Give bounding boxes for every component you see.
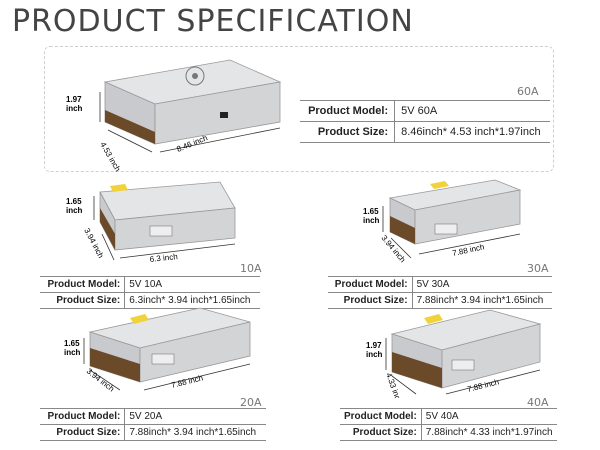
height-label: 1.65 bbox=[64, 339, 80, 348]
width-label: 7.88 inch bbox=[452, 242, 486, 258]
spec-table-30a: Product Model: 5V 30A Product Size: 7.88… bbox=[328, 276, 552, 309]
height-unit-label: inch bbox=[366, 350, 383, 359]
spec-row-model: Product Model: 5V 20A bbox=[40, 408, 266, 425]
spec-row-model: Product Model: 5V 40A bbox=[340, 408, 557, 425]
model-key: Product Model: bbox=[340, 408, 422, 425]
depth-label: 4.33 inch bbox=[384, 372, 404, 398]
power-supply-30a-image: 1.65 inch 3.94 inch 7.88 inch bbox=[363, 179, 522, 264]
size-key: Product Size: bbox=[40, 292, 126, 309]
power-supply-40a-image: 1.97 inch 4.33 inch 7.88 inch bbox=[366, 309, 542, 398]
spec-row-model: Product Model: 5V 60A bbox=[300, 100, 550, 122]
amp-label-30a: 30A bbox=[527, 262, 549, 275]
width-label: 6.3 inch bbox=[149, 252, 178, 264]
depth-label: 4.53 inch bbox=[98, 141, 122, 173]
amp-label-60a: 60A bbox=[517, 85, 539, 98]
size-value: 7.88inch* 4.33 inch*1.97inch bbox=[425, 427, 553, 438]
spec-table-10a: Product Model: 5V 10A Product Size: 6.3i… bbox=[40, 276, 260, 309]
height-unit-label: inch bbox=[66, 104, 83, 113]
spec-row-model: Product Model: 5V 10A bbox=[40, 276, 260, 293]
amp-label-20a: 20A bbox=[240, 396, 262, 409]
size-value: 7.88inch* 3.94 inch*1.65inch bbox=[129, 427, 257, 438]
spec-table-40a: Product Model: 5V 40A Product Size: 7.88… bbox=[340, 408, 557, 441]
size-key: Product Size: bbox=[40, 424, 126, 441]
model-value: 5V 40A bbox=[425, 411, 459, 422]
spec-row-size: Product Size: 7.88inch* 4.33 inch*1.97in… bbox=[340, 424, 557, 441]
height-unit-label: inch bbox=[66, 206, 83, 215]
power-supply-10a-image: 1.65 inch 3.94 inch 6.3 inch bbox=[66, 181, 236, 264]
spec-row-size: Product Size: 7.88inch* 3.94 inch*1.65in… bbox=[40, 424, 266, 441]
height-label: 1.97 bbox=[366, 341, 382, 350]
height-label: 1.65 bbox=[66, 197, 82, 206]
amp-label-10a: 10A bbox=[240, 262, 262, 275]
model-value: 5V 20A bbox=[129, 411, 163, 422]
power-supply-20a-image: 1.65 inch 3.94 inch 7.88 inch bbox=[64, 307, 251, 394]
depth-label: 3.94 inch bbox=[82, 227, 105, 260]
height-unit-label: inch bbox=[363, 216, 380, 225]
spec-table-60a: Product Model: 5V 60A Product Size: 8.46… bbox=[300, 100, 550, 143]
model-key: Product Model: bbox=[40, 276, 126, 293]
model-value: 5V 60A bbox=[401, 105, 438, 117]
model-key: Product Model: bbox=[300, 100, 396, 122]
height-label: 1.65 bbox=[363, 207, 379, 216]
height-unit-label: inch bbox=[64, 348, 81, 357]
spec-table-20a: Product Model: 5V 20A Product Size: 7.88… bbox=[40, 408, 266, 441]
model-key: Product Model: bbox=[40, 408, 126, 425]
size-key: Product Size: bbox=[328, 292, 413, 309]
width-label: 7.88 inch bbox=[170, 373, 204, 390]
model-key: Product Model: bbox=[328, 276, 413, 293]
power-supply-60a-image: 1.97 inch 4.53 inch 8.46 inch bbox=[66, 59, 282, 173]
spec-row-size: Product Size: 6.3inch* 3.94 inch*1.65inc… bbox=[40, 292, 260, 309]
size-key: Product Size: bbox=[300, 121, 396, 143]
size-value: 8.46inch* 4.53 inch*1.97inch bbox=[401, 126, 541, 138]
size-value: 7.88inch* 3.94 inch*1.65inch bbox=[416, 295, 544, 306]
height-label: 1.97 bbox=[66, 95, 82, 104]
page-title: PRODUCT SPECIFICATION bbox=[12, 4, 414, 39]
product-card-60a bbox=[44, 46, 554, 172]
amp-label-40a: 40A bbox=[527, 396, 549, 409]
model-value: 5V 30A bbox=[416, 279, 450, 290]
spec-row-model: Product Model: 5V 30A bbox=[328, 276, 552, 293]
size-key: Product Size: bbox=[340, 424, 422, 441]
size-value: 6.3inch* 3.94 inch*1.65inch bbox=[129, 295, 251, 306]
spec-row-size: Product Size: 8.46inch* 4.53 inch*1.97in… bbox=[300, 121, 550, 143]
model-value: 5V 10A bbox=[129, 279, 163, 290]
spec-row-size: Product Size: 7.88inch* 3.94 inch*1.65in… bbox=[328, 292, 552, 309]
